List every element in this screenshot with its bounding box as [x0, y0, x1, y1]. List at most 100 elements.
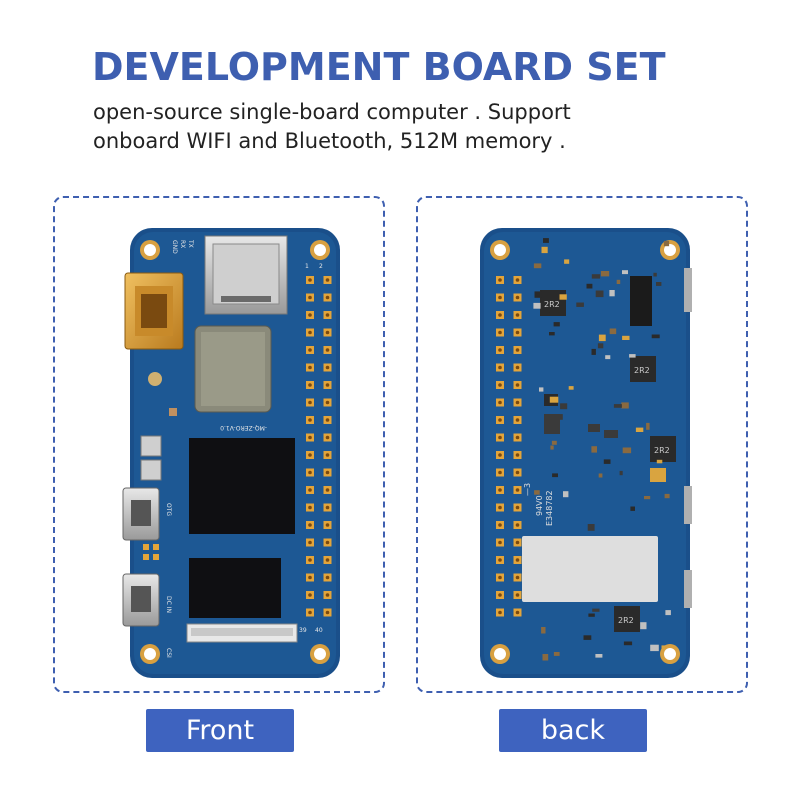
smd-part [592, 608, 600, 612]
smd-part [556, 414, 563, 420]
smd-part [640, 622, 647, 630]
smd-part [552, 473, 558, 478]
silk-model: -MQ-ZERO-V1.0 [220, 424, 267, 431]
back-label-button[interactable]: back [499, 709, 647, 752]
smd-part [549, 396, 559, 403]
gpio-hole [325, 348, 330, 352]
subtitle-line-2: onboard WIFI and Bluetooth, 512M memory … [93, 129, 566, 153]
otg-usb-port [122, 487, 160, 541]
gpio-hole [498, 575, 502, 580]
gpio-hole [498, 558, 502, 562]
silk-pin-2: 2 [319, 263, 323, 270]
tantalum-cap [650, 468, 666, 482]
gpio-hole [498, 418, 502, 422]
silk-gnd: GND [171, 240, 178, 254]
smd-part [591, 274, 601, 279]
gpio-hole [325, 488, 330, 492]
silk-pin-40: 40 [315, 627, 323, 634]
back-board-image: 2R2 2R2 2R2 2R2 —3 94V0 E348782 [480, 228, 692, 678]
gpio-hole [308, 488, 312, 492]
gpio-hole [515, 470, 520, 475]
smd-part [629, 354, 636, 358]
back-usb-edge-1 [684, 486, 692, 524]
smd-part [550, 445, 554, 450]
smd-part [651, 334, 660, 339]
gpio-hole [515, 488, 520, 492]
smd-part [568, 386, 574, 390]
inductor-2: 2R2 [630, 356, 656, 382]
gpio-hole [308, 278, 312, 282]
back-ic-1 [630, 276, 652, 326]
gpio-hole [325, 295, 330, 300]
gpio-hole [498, 453, 502, 457]
svg-text:2R2: 2R2 [634, 366, 650, 375]
gpio-hole [325, 523, 330, 527]
gpio-hole [515, 365, 520, 370]
wifi-bt-module [194, 325, 272, 413]
gpio-hole [325, 470, 330, 475]
svg-text:2R2: 2R2 [654, 446, 670, 455]
smd-part [541, 627, 546, 634]
smd-part [622, 447, 632, 454]
silk-94v0: 94V0 [535, 495, 544, 516]
smd-part [598, 334, 606, 342]
smd-part [605, 355, 611, 360]
smd-part [553, 322, 560, 327]
smd-part [542, 654, 549, 661]
smd-part [583, 635, 592, 640]
silk-csi: CSI [165, 648, 172, 658]
gpio-hole [325, 365, 330, 370]
smd-part [613, 404, 622, 408]
smd-part [664, 454, 668, 459]
smd-part [646, 422, 650, 430]
smd-part [533, 263, 542, 269]
smd-part [563, 491, 569, 498]
gpio-hole [498, 505, 502, 510]
smd-part [644, 496, 651, 500]
gpio-hole [515, 418, 520, 422]
gpio-hole [515, 540, 520, 545]
gpio-hole [515, 575, 520, 580]
gpio-hole [325, 330, 330, 335]
smd-part [549, 307, 553, 313]
gpio-hole [498, 330, 502, 335]
silk-code: E348782 [545, 490, 554, 526]
gpio-hole [515, 295, 520, 300]
silk-otg: OTG [165, 503, 172, 516]
smd-part [622, 270, 628, 275]
gpio-hole [498, 365, 502, 370]
smd-part [616, 279, 621, 284]
gpio-hole [308, 435, 312, 440]
page-title: DEVELOPMENT BOARD SET [92, 45, 666, 89]
smd-part [595, 290, 604, 298]
gpio-hole [515, 348, 520, 352]
gpio-hole [308, 523, 312, 527]
gpio-hole [308, 383, 312, 387]
smd-part [609, 328, 617, 335]
silk-pin-1: 1 [305, 263, 309, 270]
front-label-button[interactable]: Front [146, 709, 294, 752]
smd-part [559, 294, 567, 300]
gpio-hole [325, 418, 330, 422]
gpio-hole [308, 610, 312, 615]
gpio-hole [325, 453, 330, 457]
gpio-header-front [306, 276, 332, 617]
silk-dcin: DC IN [165, 596, 172, 613]
gpio-hole [325, 278, 330, 282]
gpio-hole [308, 330, 312, 335]
silk-tx: TX [187, 239, 194, 248]
smd-part [653, 272, 657, 277]
smd-part [551, 440, 557, 445]
smd-part [533, 302, 541, 309]
smd-part [588, 613, 595, 617]
gpio-hole [308, 453, 312, 457]
smd-part [603, 459, 611, 464]
gpio-hole [325, 400, 330, 405]
smd-part [600, 271, 610, 277]
smd-part [591, 446, 597, 453]
gpio-hole [515, 558, 520, 562]
smd-part [663, 240, 670, 247]
mounting-holes [140, 240, 330, 664]
smd-part [591, 348, 596, 355]
smd-part [656, 282, 662, 286]
